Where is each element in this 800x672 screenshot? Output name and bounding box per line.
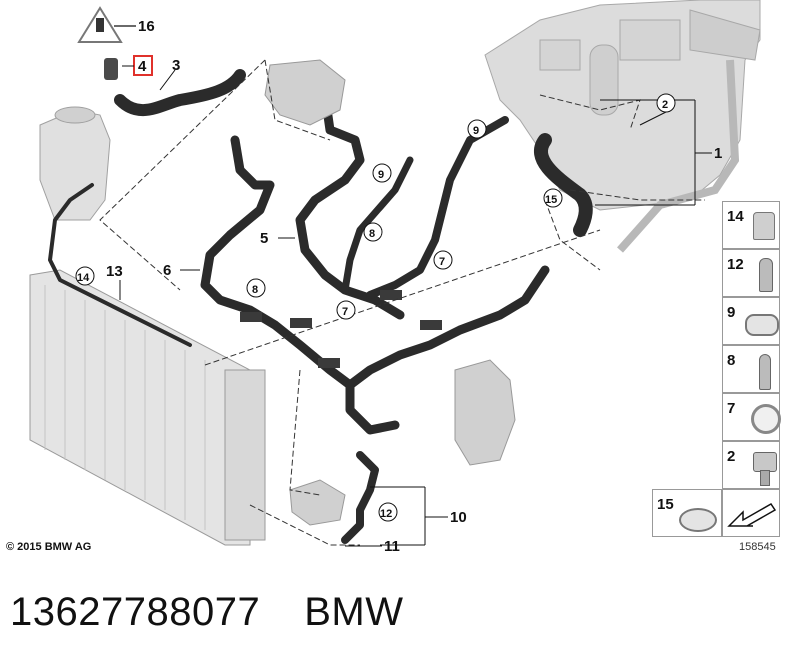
callout-2: 2 [662, 99, 668, 111]
legend-item-14: 14 [722, 201, 780, 249]
leader-lines [99, 59, 705, 546]
arrow-icon [727, 503, 777, 527]
callout-5: 5 [260, 230, 268, 247]
callout-9-lower: 9 [378, 169, 384, 181]
legend-item-9: 9 [722, 297, 780, 345]
sensor-plug [104, 58, 118, 80]
legend-label-8: 8 [727, 352, 736, 369]
legend-item-2: 2 [722, 441, 780, 489]
copyright-text: © 2015 BMW AG [6, 541, 92, 553]
legend-item-15: 15 [652, 489, 722, 537]
callout-15: 15 [545, 194, 557, 206]
screw-shaft-icon [760, 470, 770, 486]
coolant-pipe [617, 59, 740, 253]
legend-label-12: 12 [727, 256, 744, 273]
brand-name: BMW [304, 590, 404, 634]
callout-6: 6 [163, 262, 171, 279]
caption: 13627788077 BMW [10, 590, 447, 635]
radiator [29, 269, 266, 546]
legend-item-8: 8 [722, 345, 780, 393]
screw-icon [759, 258, 773, 292]
bolt-icon [759, 354, 771, 390]
callout-12: 12 [380, 508, 392, 520]
figure-id: 158545 [739, 541, 776, 553]
legend-label-7: 7 [727, 400, 736, 417]
callout-8-lower: 8 [252, 284, 258, 296]
callout-8-upper: 8 [369, 228, 375, 240]
warning-triangle-icon [77, 6, 123, 43]
hoses [48, 69, 593, 544]
hex-screw-icon [753, 452, 777, 472]
callout-1: 1 [714, 145, 722, 162]
callout-3: 3 [172, 57, 180, 74]
legend-label-9: 9 [727, 304, 736, 321]
callout-16: 16 [138, 18, 155, 35]
callout-7-left: 7 [342, 306, 348, 318]
water-pump [264, 59, 516, 526]
legend-arrow-cell [722, 489, 780, 537]
callout-14: 14 [77, 272, 90, 284]
callout-11: 11 [384, 538, 400, 555]
callout-4: 4 [138, 58, 147, 75]
legend-label-2: 2 [727, 448, 736, 465]
legend-label-14: 14 [727, 208, 744, 225]
expansion-tank [39, 106, 111, 221]
callout-13: 13 [106, 263, 123, 280]
double-clip-icon [745, 314, 779, 336]
legend-item-7: 7 [722, 393, 781, 441]
callout-7-right: 7 [439, 256, 445, 268]
engine-block [484, 0, 761, 211]
callout-10: 10 [450, 509, 467, 526]
clip-icon [753, 212, 775, 240]
circle-callouts: 2 9 9 15 8 8 7 7 14 12 [75, 93, 676, 522]
clamp-ring-icon [679, 508, 717, 532]
legend-item-12: 12 [722, 249, 780, 297]
callout-9-upper: 9 [473, 125, 479, 137]
part-number: 13627788077 [10, 590, 261, 634]
legend-label-15: 15 [657, 496, 674, 513]
hose-clamp-icon [751, 404, 781, 434]
brackets [240, 290, 442, 368]
